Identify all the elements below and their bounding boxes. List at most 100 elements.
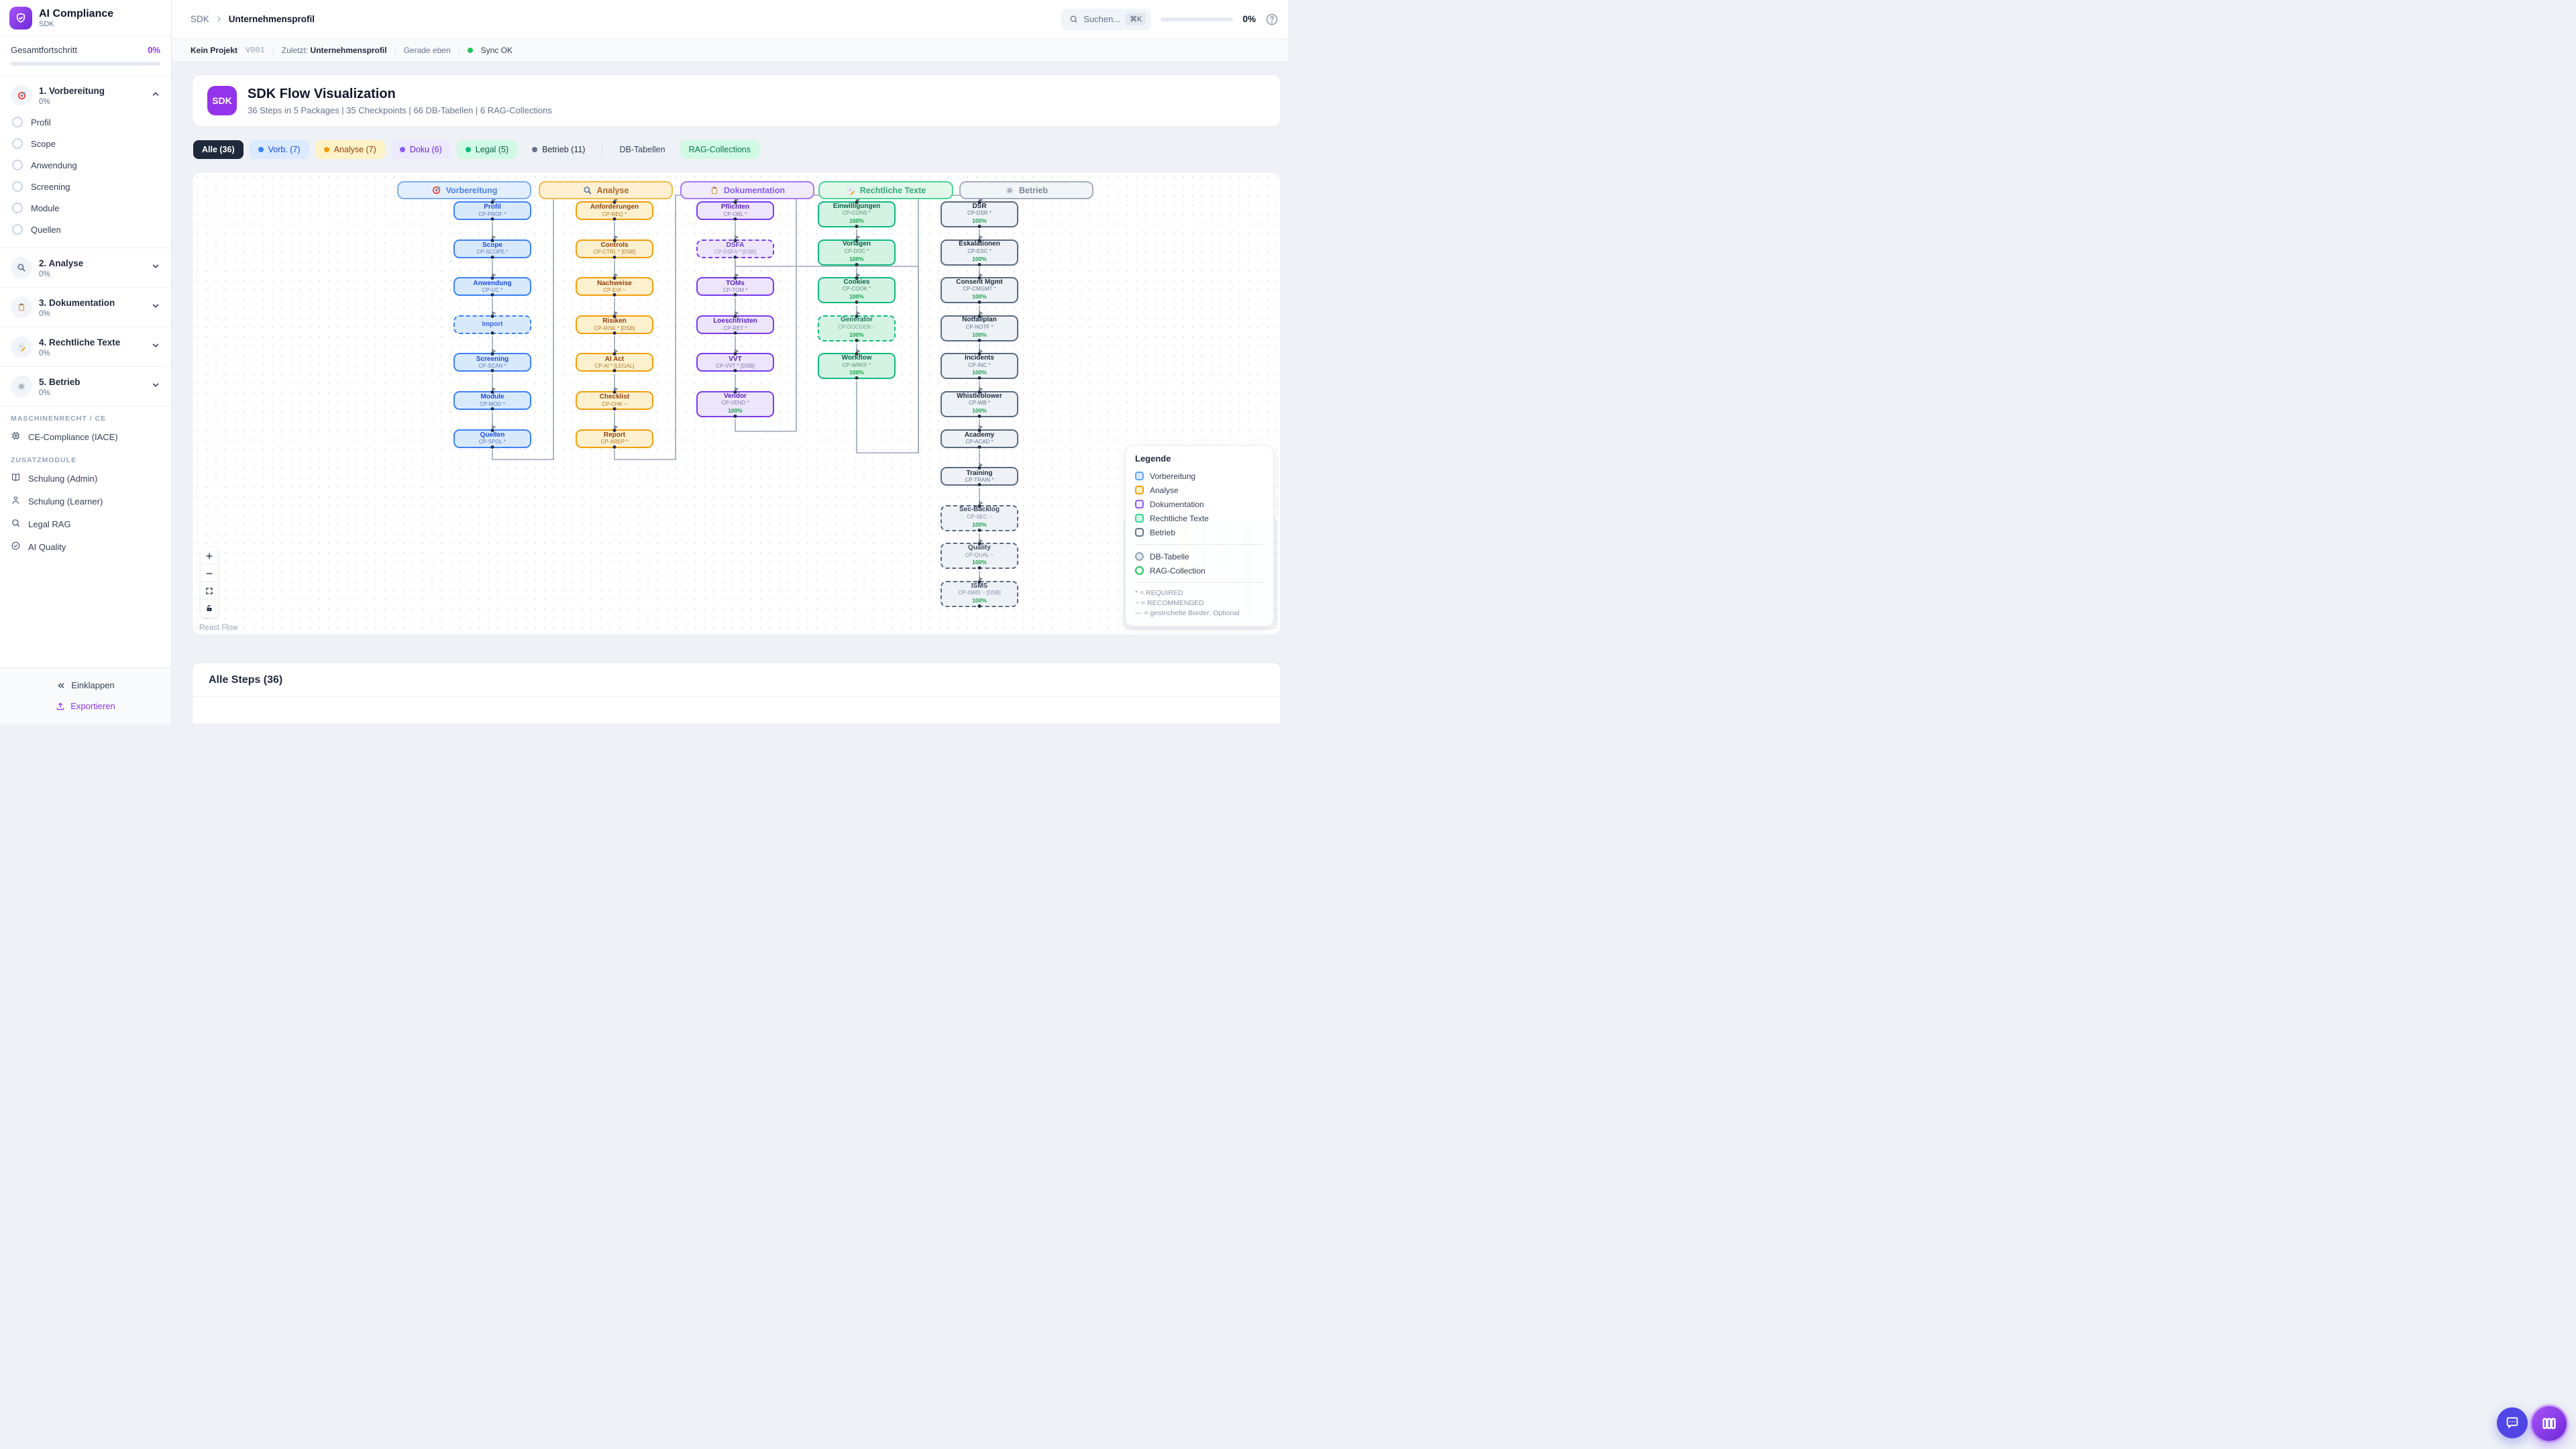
sidebar-item-quellen[interactable]: Quellen <box>0 219 171 240</box>
sidebar-item-label: Module <box>31 203 60 213</box>
legend-label: Vorbereitung <box>1150 471 1196 481</box>
search-input[interactable]: Suchen... ⌘K <box>1061 8 1152 30</box>
sidebar-item-screening[interactable]: Screening <box>0 176 171 197</box>
sidebar-item-schulung-admin-[interactable]: Schulung (Admin) <box>0 467 171 490</box>
filter-legal-5-[interactable]: Legal (5) <box>456 140 518 159</box>
zoom-out-button[interactable] <box>201 565 218 582</box>
sidebar-item-label: Scope <box>31 138 56 149</box>
sidebar-item-schulung-learner-[interactable]: Schulung (Learner) <box>0 490 171 513</box>
breadcrumb-root[interactable]: SDK <box>191 14 209 24</box>
filter-rag-collections[interactable]: RAG-Collections <box>680 140 759 159</box>
help-icon[interactable] <box>1265 13 1279 26</box>
filter-vorb-7-[interactable]: Vorb. (7) <box>249 140 309 159</box>
legend-swatch-icon <box>1135 500 1144 508</box>
status-circle-icon <box>12 224 23 235</box>
export-button[interactable]: Exportieren <box>0 696 171 716</box>
sidebar-item-module[interactable]: Module <box>0 197 171 219</box>
last-visited: Zuletzt: Unternehmensprofil <box>281 45 387 55</box>
legend-note: ~ = RECOMMENDED <box>1135 598 1204 607</box>
package-header-analyse[interactable]: Analyse <box>539 181 673 199</box>
filter-alle-36-[interactable]: Alle (36) <box>193 140 244 159</box>
flow-node-import[interactable]: Import <box>453 315 531 334</box>
filter-label: Legal (5) <box>475 145 509 154</box>
filter-db-tabellen[interactable]: DB-Tabellen <box>610 140 674 159</box>
node-title: Consent Mgmt <box>956 278 1003 286</box>
filter-doku-6-[interactable]: Doku (6) <box>390 140 451 159</box>
clipboard-icon <box>710 186 719 195</box>
magnifier-icon <box>11 257 32 278</box>
chevron-down-icon <box>151 380 160 393</box>
sidebar-item-ai-quality[interactable]: AI Quality <box>0 535 171 558</box>
steps-table-row[interactable] <box>193 697 1281 724</box>
collapse-sidebar-button[interactable]: Einklappen <box>0 675 171 696</box>
filter-dot-icon <box>258 147 264 152</box>
sidebar-item-anwendung[interactable]: Anwendung <box>0 154 171 176</box>
node-code: CP-SCAN * <box>478 363 506 370</box>
chip-icon <box>11 431 21 443</box>
lock-button[interactable] <box>201 600 218 617</box>
zoom-in-button[interactable] <box>201 547 218 565</box>
package-header-dokumentation[interactable]: Dokumentation <box>680 181 814 199</box>
filter-analyse-7-[interactable]: Analyse (7) <box>315 140 385 159</box>
kanban-fab-button[interactable] <box>2532 1406 2567 1441</box>
sidebar-item-profil[interactable]: Profil <box>0 111 171 133</box>
node-code: CP-WRKF * <box>842 362 871 368</box>
package-header-betrieb[interactable]: Betrieb <box>959 181 1093 199</box>
fit-view-button[interactable] <box>201 582 218 600</box>
package-header-vorbereitung[interactable]: Vorbereitung <box>397 181 531 199</box>
sidebar-item-scope[interactable]: Scope <box>0 133 171 154</box>
chat-fab-button[interactable] <box>2497 1407 2528 1438</box>
sidebar-item-legal-rag[interactable]: Legal RAG <box>0 513 171 535</box>
filter-betrieb-11-[interactable]: Betrieb (11) <box>523 140 594 159</box>
divider <box>1135 582 1264 583</box>
section-percent: 0% <box>39 388 50 397</box>
legend-item-betrieb: Betrieb <box>1135 525 1264 539</box>
package-header-rechtliche-texte[interactable]: Rechtliche Texte <box>818 181 953 199</box>
filter-dot-icon <box>399 147 405 152</box>
shield-check-icon <box>9 7 32 30</box>
sidebar-item-ce-compliance-iace-[interactable]: CE-Compliance (IACE) <box>0 425 171 448</box>
